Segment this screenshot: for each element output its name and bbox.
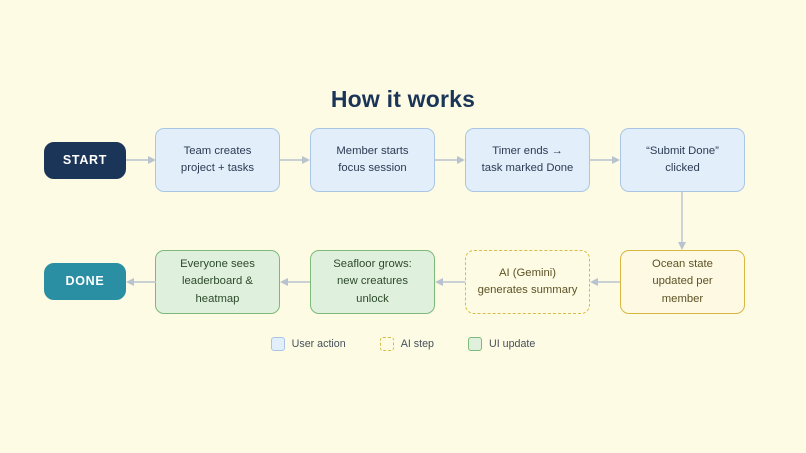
legend-label-ai-step: AI step xyxy=(400,338,434,350)
node-team-creates-tasks-label: Team creates project + tasks xyxy=(180,144,255,175)
node-team-creates-tasks[interactable]: Team creates project + tasks xyxy=(155,128,280,192)
node-timer-ends[interactable]: Timer ends → task marked Done xyxy=(465,128,590,192)
arrow-start-to-team xyxy=(126,156,156,164)
node-member-starts-focus[interactable]: Member starts focus session xyxy=(310,128,435,192)
node-member-starts-focus-label: Member starts focus session xyxy=(336,144,409,175)
node-start[interactable]: START xyxy=(44,142,126,179)
node-done-label: DONE xyxy=(65,273,105,288)
arrow-timer-to-submit xyxy=(590,156,620,164)
legend-label-user-action: User action xyxy=(291,338,346,350)
node-seafloor-grows[interactable]: Seafloor grows: new creatures unlock xyxy=(310,250,435,314)
arrow-submit-to-ocean xyxy=(678,192,686,250)
arrow-member-to-timer xyxy=(435,156,465,164)
node-everyone-sees-leaderboard-label: Everyone sees leaderboard & heatmap xyxy=(180,257,255,305)
node-everyone-sees-leaderboard[interactable]: Everyone sees leaderboard & heatmap xyxy=(155,250,280,314)
page-title: How it works xyxy=(330,86,476,112)
arrow-ocean-to-ai xyxy=(590,278,620,286)
arrow-seafloor-to-leaderboard xyxy=(280,278,310,286)
node-ai-generates-summary[interactable]: AI (Gemini) generates summary xyxy=(465,250,590,314)
legend-swatch-user-action-icon xyxy=(270,337,285,351)
arrow-leaderboard-to-done xyxy=(126,278,156,286)
legend-item-ui-update: UI update xyxy=(467,337,536,351)
node-ocean-state-updated-label: Ocean state updated per member xyxy=(652,257,713,305)
legend-label-ui-update: UI update xyxy=(488,338,536,350)
node-submit-done-clicked-label: “Submit Done” clicked xyxy=(646,144,719,175)
node-timer-ends-label: Timer ends → task marked Done xyxy=(481,144,574,175)
node-start-label: START xyxy=(62,152,108,167)
legend-swatch-ui-update-icon xyxy=(467,337,482,351)
arrow-ai-to-seafloor xyxy=(435,278,465,286)
legend-item-user-action: User action xyxy=(270,337,346,351)
node-seafloor-grows-label: Seafloor grows: new creatures unlock xyxy=(333,257,412,305)
node-done[interactable]: DONE xyxy=(44,263,126,300)
legend-item-ai-step: AI step xyxy=(379,337,434,351)
node-ai-generates-summary-label: AI (Gemini) generates summary xyxy=(477,266,578,297)
arrow-team-to-member xyxy=(280,156,310,164)
node-ocean-state-updated[interactable]: Ocean state updated per member xyxy=(620,250,745,314)
legend-swatch-ai-step-icon xyxy=(379,337,394,351)
node-submit-done-clicked[interactable]: “Submit Done” clicked xyxy=(620,128,745,192)
legend: User action AI step UI update xyxy=(0,337,806,351)
